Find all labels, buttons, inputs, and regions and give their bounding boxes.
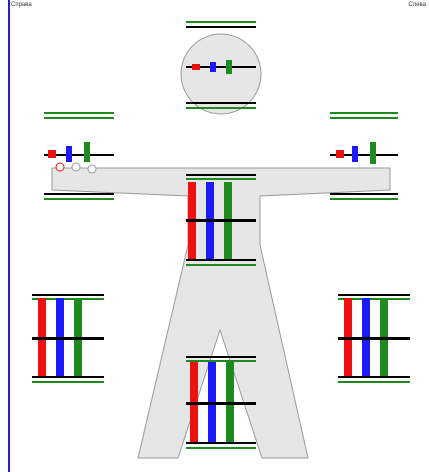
head-top-rails — [186, 21, 256, 28]
head-center-rail — [186, 60, 256, 74]
head-circle — [180, 33, 262, 115]
right-arm-hook-rail — [330, 142, 398, 164]
right-side-label: Слева — [408, 2, 426, 8]
right-arm-top-rails — [330, 112, 398, 119]
hook-marker-1 — [55, 162, 65, 172]
left-arm-bottom-rails — [44, 193, 114, 200]
figure-body — [51, 167, 391, 459]
bottom-bar-rack — [186, 356, 256, 449]
hook-marker-2 — [71, 162, 81, 172]
head-bottom-rails — [186, 102, 256, 109]
left-arm-top-rails — [44, 112, 114, 119]
right-arm-bottom-rails — [330, 193, 398, 200]
left-side-bar-rack — [32, 294, 104, 383]
left-arm-hook-rail — [44, 142, 114, 174]
torso-bar-rack — [186, 174, 256, 266]
left-side-label: Справа — [11, 2, 32, 8]
hook-marker-3 — [87, 164, 97, 174]
frame-left-edge — [8, 0, 10, 472]
right-side-bar-rack — [338, 294, 410, 383]
